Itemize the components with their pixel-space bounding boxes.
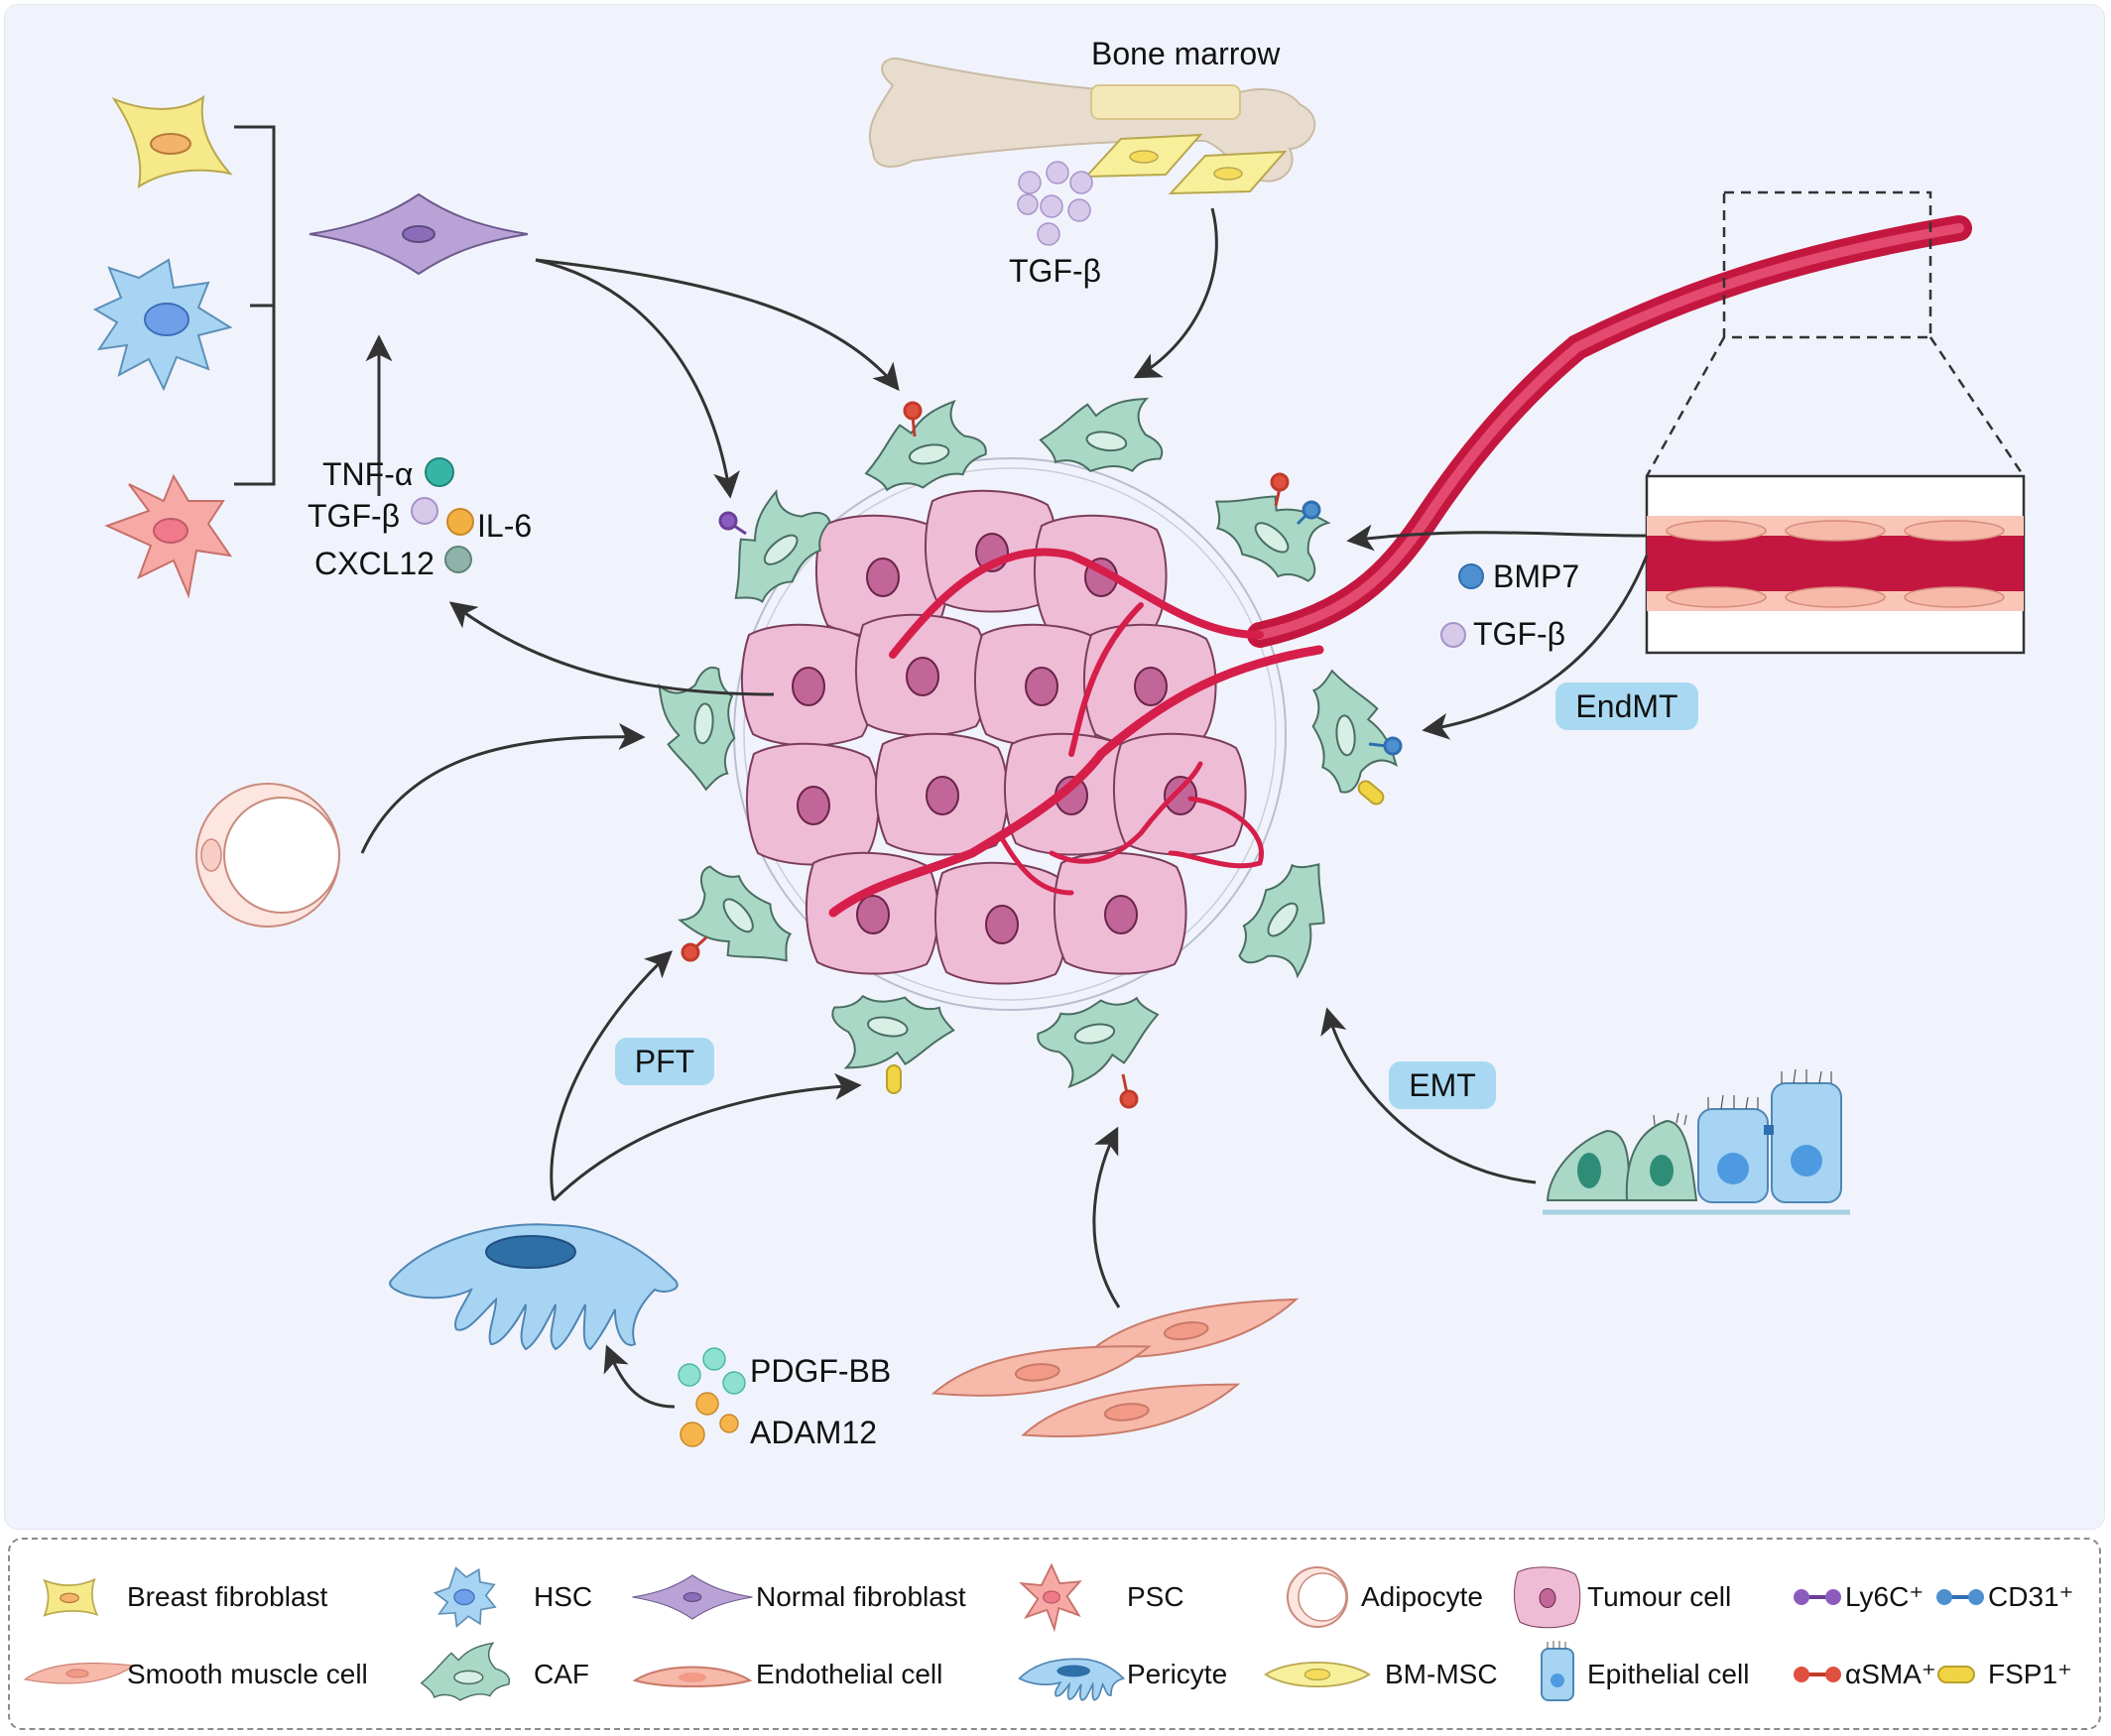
legend-label-asma: αSMA⁺ — [1845, 1659, 1936, 1689]
psc-icon — [1019, 1562, 1082, 1633]
pericyte-icon — [1018, 1658, 1126, 1701]
ly6c-marker-icon — [1794, 1589, 1841, 1605]
normal-fibroblast-cell — [309, 193, 529, 275]
epithelial-cell-icon — [1541, 1641, 1574, 1701]
adam12-label: ADAM12 — [750, 1415, 878, 1450]
smooth-muscle-cells — [930, 1293, 1303, 1444]
tnf-alpha-dot — [425, 457, 454, 487]
source-bracket — [234, 125, 276, 486]
legend-label-adipocyte: Adipocyte — [1361, 1581, 1483, 1612]
bmp7-dot — [1458, 563, 1484, 589]
bm-msc-icon — [1264, 1662, 1371, 1687]
endmt-tag: EndMT — [1555, 682, 1698, 730]
legend-icons — [24, 1562, 1984, 1701]
tnf-alpha-label: TNF-α — [322, 456, 414, 492]
blood-vessel — [828, 215, 1972, 918]
tgf-beta-right-dot — [1440, 622, 1466, 648]
tgf-beta-right-label: TGF-β — [1473, 616, 1566, 652]
psc-cell — [104, 473, 233, 599]
vessel-zoom-box — [1645, 190, 2026, 477]
legend: Breast fibroblast HSC Normal fibroblast … — [8, 1538, 2101, 1730]
legend-label-psc: PSC — [1127, 1581, 1184, 1612]
tumour-matrix-inner — [743, 467, 1277, 1001]
pdgf-bb-label: PDGF-BB — [750, 1353, 892, 1389]
il6-dot — [446, 508, 474, 536]
normal-fibroblast-icon — [631, 1574, 754, 1620]
tumour-cell-icon — [1513, 1566, 1581, 1629]
pericyte-cell — [389, 1223, 679, 1351]
breast-fibroblast-cell — [111, 94, 233, 189]
epithelial-cells — [1543, 1068, 1850, 1215]
vessel-cross-section — [1645, 474, 2026, 655]
legend-label-ly6c: Ly6C⁺ — [1845, 1581, 1925, 1612]
bmp7-label: BMP7 — [1493, 558, 1580, 594]
emt-tag: EMT — [1389, 1061, 1496, 1109]
hsc-cell — [92, 258, 233, 392]
endothelial-cell-icon — [632, 1666, 753, 1687]
tumour-matrix — [733, 457, 1287, 1011]
asma-markers — [681, 401, 1290, 1109]
asma-marker-icon — [1794, 1667, 1841, 1682]
legend-label-pericyte: Pericyte — [1127, 1659, 1228, 1689]
breast-fibroblast-icon — [43, 1577, 99, 1617]
cd31-marker-icon — [1936, 1589, 1984, 1605]
arrows — [360, 207, 1649, 1409]
pdgf-bb-dots — [678, 1347, 746, 1395]
caf-icon — [421, 1642, 511, 1701]
legend-label-normal-fibroblast: Normal fibroblast — [756, 1581, 966, 1612]
cxcl12-dot — [444, 546, 472, 573]
legend-label-bm-msc: BM-MSC — [1385, 1659, 1498, 1689]
tgf-beta-left-label: TGF-β — [308, 498, 401, 534]
tgf-beta-left-dot — [411, 497, 438, 525]
tumour-microenvironment-diagram — [92, 58, 2026, 1447]
cd31-markers — [1296, 500, 1403, 756]
adipocyte-icon — [1287, 1566, 1348, 1628]
fsp1-marker-icon — [1937, 1666, 1975, 1683]
tgf-beta-dots-top — [1017, 161, 1093, 246]
fsp1-markers — [886, 780, 1385, 1094]
adipocyte-cell — [195, 783, 340, 928]
legend-label-caf: CAF — [534, 1659, 589, 1689]
ly6c-markers — [718, 511, 747, 536]
pft-tag: PFT — [615, 1038, 714, 1085]
tgf-beta-top-label: TGF-β — [1009, 253, 1102, 289]
hsc-icon — [433, 1566, 497, 1629]
legend-label-tumour-cell: Tumour cell — [1587, 1581, 1732, 1612]
legend-label-fsp1: FSP1⁺ — [1988, 1659, 2072, 1689]
legend-label-epithelial-cell: Epithelial cell — [1587, 1659, 1750, 1689]
legend-label-cd31: CD31⁺ — [1988, 1581, 2074, 1612]
cxcl12-label: CXCL12 — [314, 546, 435, 581]
smooth-muscle-cell-icon — [24, 1663, 135, 1684]
legend-label-breast-fibroblast: Breast fibroblast — [127, 1581, 328, 1612]
adam12-dots — [680, 1392, 739, 1447]
legend-label-endothelial-cell: Endothelial cell — [756, 1659, 943, 1689]
il6-label: IL-6 — [477, 508, 533, 544]
legend-label-smooth-muscle-cell: Smooth muscle cell — [127, 1659, 368, 1689]
legend-label-hsc: HSC — [534, 1581, 593, 1612]
bone-marrow-bone — [868, 58, 1316, 183]
bone-marrow-label: Bone marrow — [1091, 36, 1281, 71]
